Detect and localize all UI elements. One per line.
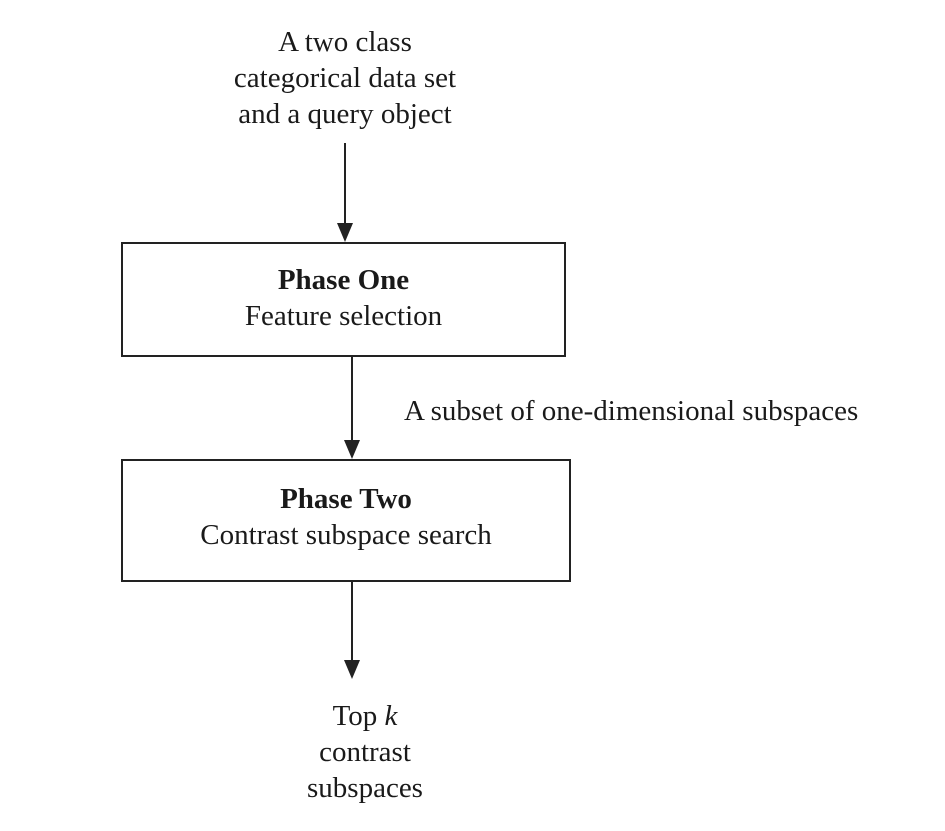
phase-one-subtitle: Feature selection — [244, 300, 443, 332]
arrow-phase-one-to-phase-two — [344, 357, 360, 459]
arrow-input-to-phase-one — [337, 143, 353, 242]
edge-label-subspaces: A subset of one-dimensional subspaces — [404, 395, 859, 427]
phase-two-subtitle: Contrast subspace search — [200, 519, 492, 551]
arrow-phase-two-to-output — [344, 582, 360, 679]
input-line-2: categorical data set — [233, 62, 457, 94]
output-top-label: Top — [332, 700, 385, 732]
output-node: Top k contrast subspaces — [265, 698, 465, 806]
phase-one-box: Phase One Feature selection — [121, 242, 566, 357]
input-node: A two class categorical data set and a q… — [195, 24, 495, 132]
output-line-2: contrast — [319, 736, 411, 768]
output-k-variable: k — [384, 700, 398, 732]
phase-two-box: Phase Two Contrast subspace search — [121, 459, 571, 582]
phase-two-title: Phase Two — [280, 483, 412, 515]
output-line-3: subspaces — [307, 772, 423, 804]
output-line-1: Top k — [265, 698, 465, 734]
input-line-3: and a query object — [238, 98, 452, 130]
phase-one-title: Phase One — [277, 264, 410, 296]
input-line-1: A two class — [278, 26, 412, 58]
